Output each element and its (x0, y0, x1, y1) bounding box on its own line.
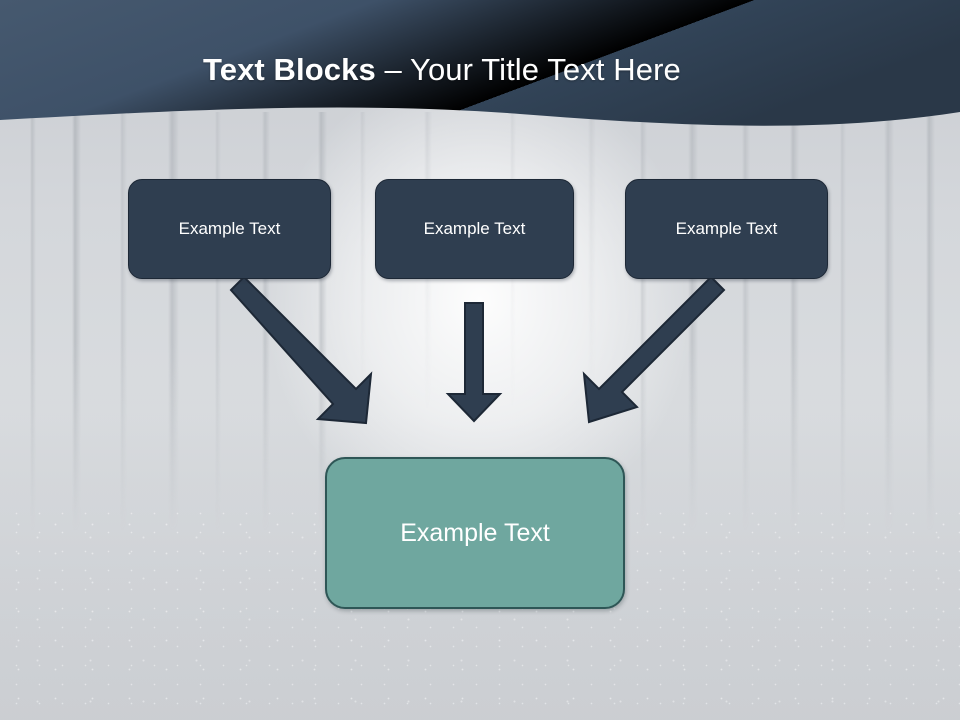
flow-node-2-label: Example Text (423, 219, 526, 238)
flow-node-3[interactable]: Example Text (625, 179, 828, 279)
flow-node-1[interactable]: Example Text (128, 179, 331, 279)
flow-result-node-label: Example Text (400, 518, 550, 547)
page-title-regular: – Your Title Text Here (384, 52, 681, 87)
page-title: Text Blocks – Your Title Text Here (203, 52, 681, 88)
flow-node-1-label: Example Text (178, 219, 281, 238)
flow-node-3-label: Example Text (675, 219, 778, 238)
banner-shape (0, 0, 960, 126)
flow-result-node[interactable]: Example Text (325, 457, 625, 609)
title-banner: Text Blocks – Your Title Text Here (0, 0, 960, 140)
flow-node-2[interactable]: Example Text (375, 179, 574, 279)
page-title-bold: Text Blocks (203, 52, 385, 87)
